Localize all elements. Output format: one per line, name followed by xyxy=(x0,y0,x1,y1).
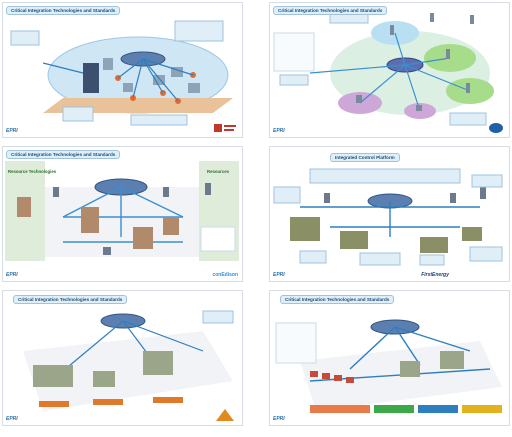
poster-footer-logo: EPRI xyxy=(273,128,285,134)
poster-side-label-left: Resource Technologies xyxy=(8,169,57,174)
poster-title-box: Critical Integration Technologies and St… xyxy=(13,295,128,305)
poster-5-diagram xyxy=(23,310,234,411)
poster-2[interactable]: Critical Integration Technologies and St… xyxy=(269,2,510,138)
poster-3[interactable]: Critical Integration Technologies and St… xyxy=(2,146,243,282)
poster-title-box: Critical Integration Technologies and St… xyxy=(280,295,395,305)
poster-title-box: Critical Integration Technologies and St… xyxy=(6,6,121,16)
poster-title-box: Critical Integration Technologies and St… xyxy=(273,6,388,16)
poster-title: Critical Integration Technologies and St… xyxy=(278,8,383,13)
poster-2-diagram xyxy=(273,10,494,126)
poster-footer-logo: EPRI xyxy=(6,416,18,422)
utility-logo-icon xyxy=(214,124,236,132)
poster-title-box: Critical Integration Technologies and St… xyxy=(6,150,121,160)
utility-logo: FirstEnergy xyxy=(421,272,449,278)
utility-logo-icon xyxy=(216,409,234,421)
poster-1[interactable]: Critical Integration Technologies and St… xyxy=(2,2,243,138)
poster-4[interactable]: Integrated Control Platform EPRI FirstEn… xyxy=(269,146,510,282)
poster-title: Integrated Control Platform xyxy=(335,155,395,160)
utility-logo-icon xyxy=(489,123,503,133)
poster-title: Critical Integration Technologies and St… xyxy=(18,297,123,302)
poster-title: Critical Integration Technologies and St… xyxy=(285,297,390,302)
poster-title: Critical Integration Technologies and St… xyxy=(11,8,116,13)
utility-logo: conEdison xyxy=(212,272,238,278)
poster-1-diagram xyxy=(10,20,233,133)
poster-6-diagram xyxy=(275,319,502,413)
poster-5[interactable]: Critical Integration Technologies and St… xyxy=(2,290,243,426)
poster-footer-logo: EPRI xyxy=(6,128,18,134)
poster-3-diagram xyxy=(5,161,239,261)
poster-4-diagram xyxy=(273,168,503,266)
poster-footer-logo: EPRI xyxy=(6,272,18,278)
poster-footer-logo: EPRI xyxy=(273,416,285,422)
poster-side-label-right: Resources xyxy=(207,169,229,174)
poster-title-box: Integrated Control Platform xyxy=(330,153,400,163)
poster-footer-logo: EPRI xyxy=(273,272,285,278)
poster-title: Critical Integration Technologies and St… xyxy=(11,152,116,157)
poster-6[interactable]: Critical Integration Technologies and St… xyxy=(269,290,510,426)
